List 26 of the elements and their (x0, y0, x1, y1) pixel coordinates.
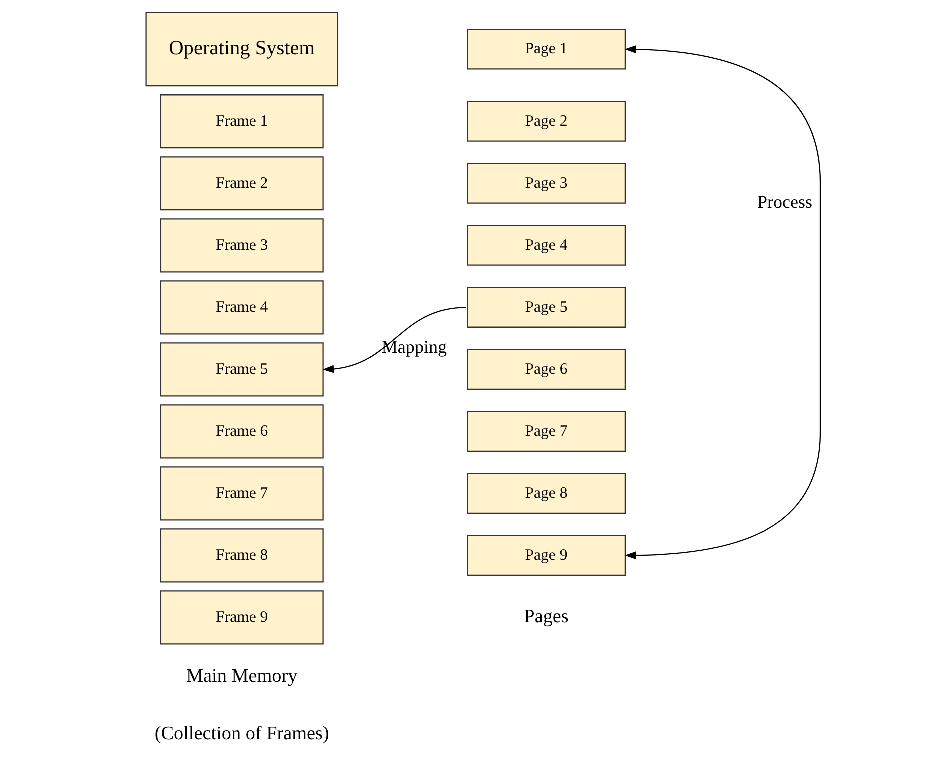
node-box: Operating System (146, 12, 339, 87)
node-box: Page 1 (467, 29, 626, 70)
node-box: Frame 5 (160, 342, 324, 397)
node-box: Page 8 (467, 473, 626, 514)
edge-label: Process (757, 192, 812, 212)
node-box: Frame 9 (160, 590, 324, 645)
node-box: Frame 1 (160, 94, 324, 149)
node-box: Frame 3 (160, 218, 324, 273)
edge-label: Mapping (382, 336, 447, 357)
label: Pages (524, 606, 569, 628)
node-box: Page 2 (467, 101, 626, 142)
node-box: Frame 2 (160, 156, 324, 211)
node-box: Page 9 (467, 535, 626, 576)
label: Main Memory (186, 666, 298, 688)
node-box: Page 6 (467, 349, 626, 390)
label: (Collection of Frames) (154, 724, 330, 745)
node-box: Page 5 (467, 287, 626, 328)
node-box: Frame 4 (160, 280, 324, 335)
arrow (624, 46, 822, 560)
node-box: Page 4 (467, 225, 626, 266)
node-box: Page 3 (467, 163, 626, 204)
node-box: Frame 6 (160, 404, 324, 459)
node-box: Frame 7 (160, 466, 324, 521)
node-box: Page 7 (467, 411, 626, 452)
node-box: Frame 8 (160, 528, 324, 583)
arrow (322, 307, 467, 374)
